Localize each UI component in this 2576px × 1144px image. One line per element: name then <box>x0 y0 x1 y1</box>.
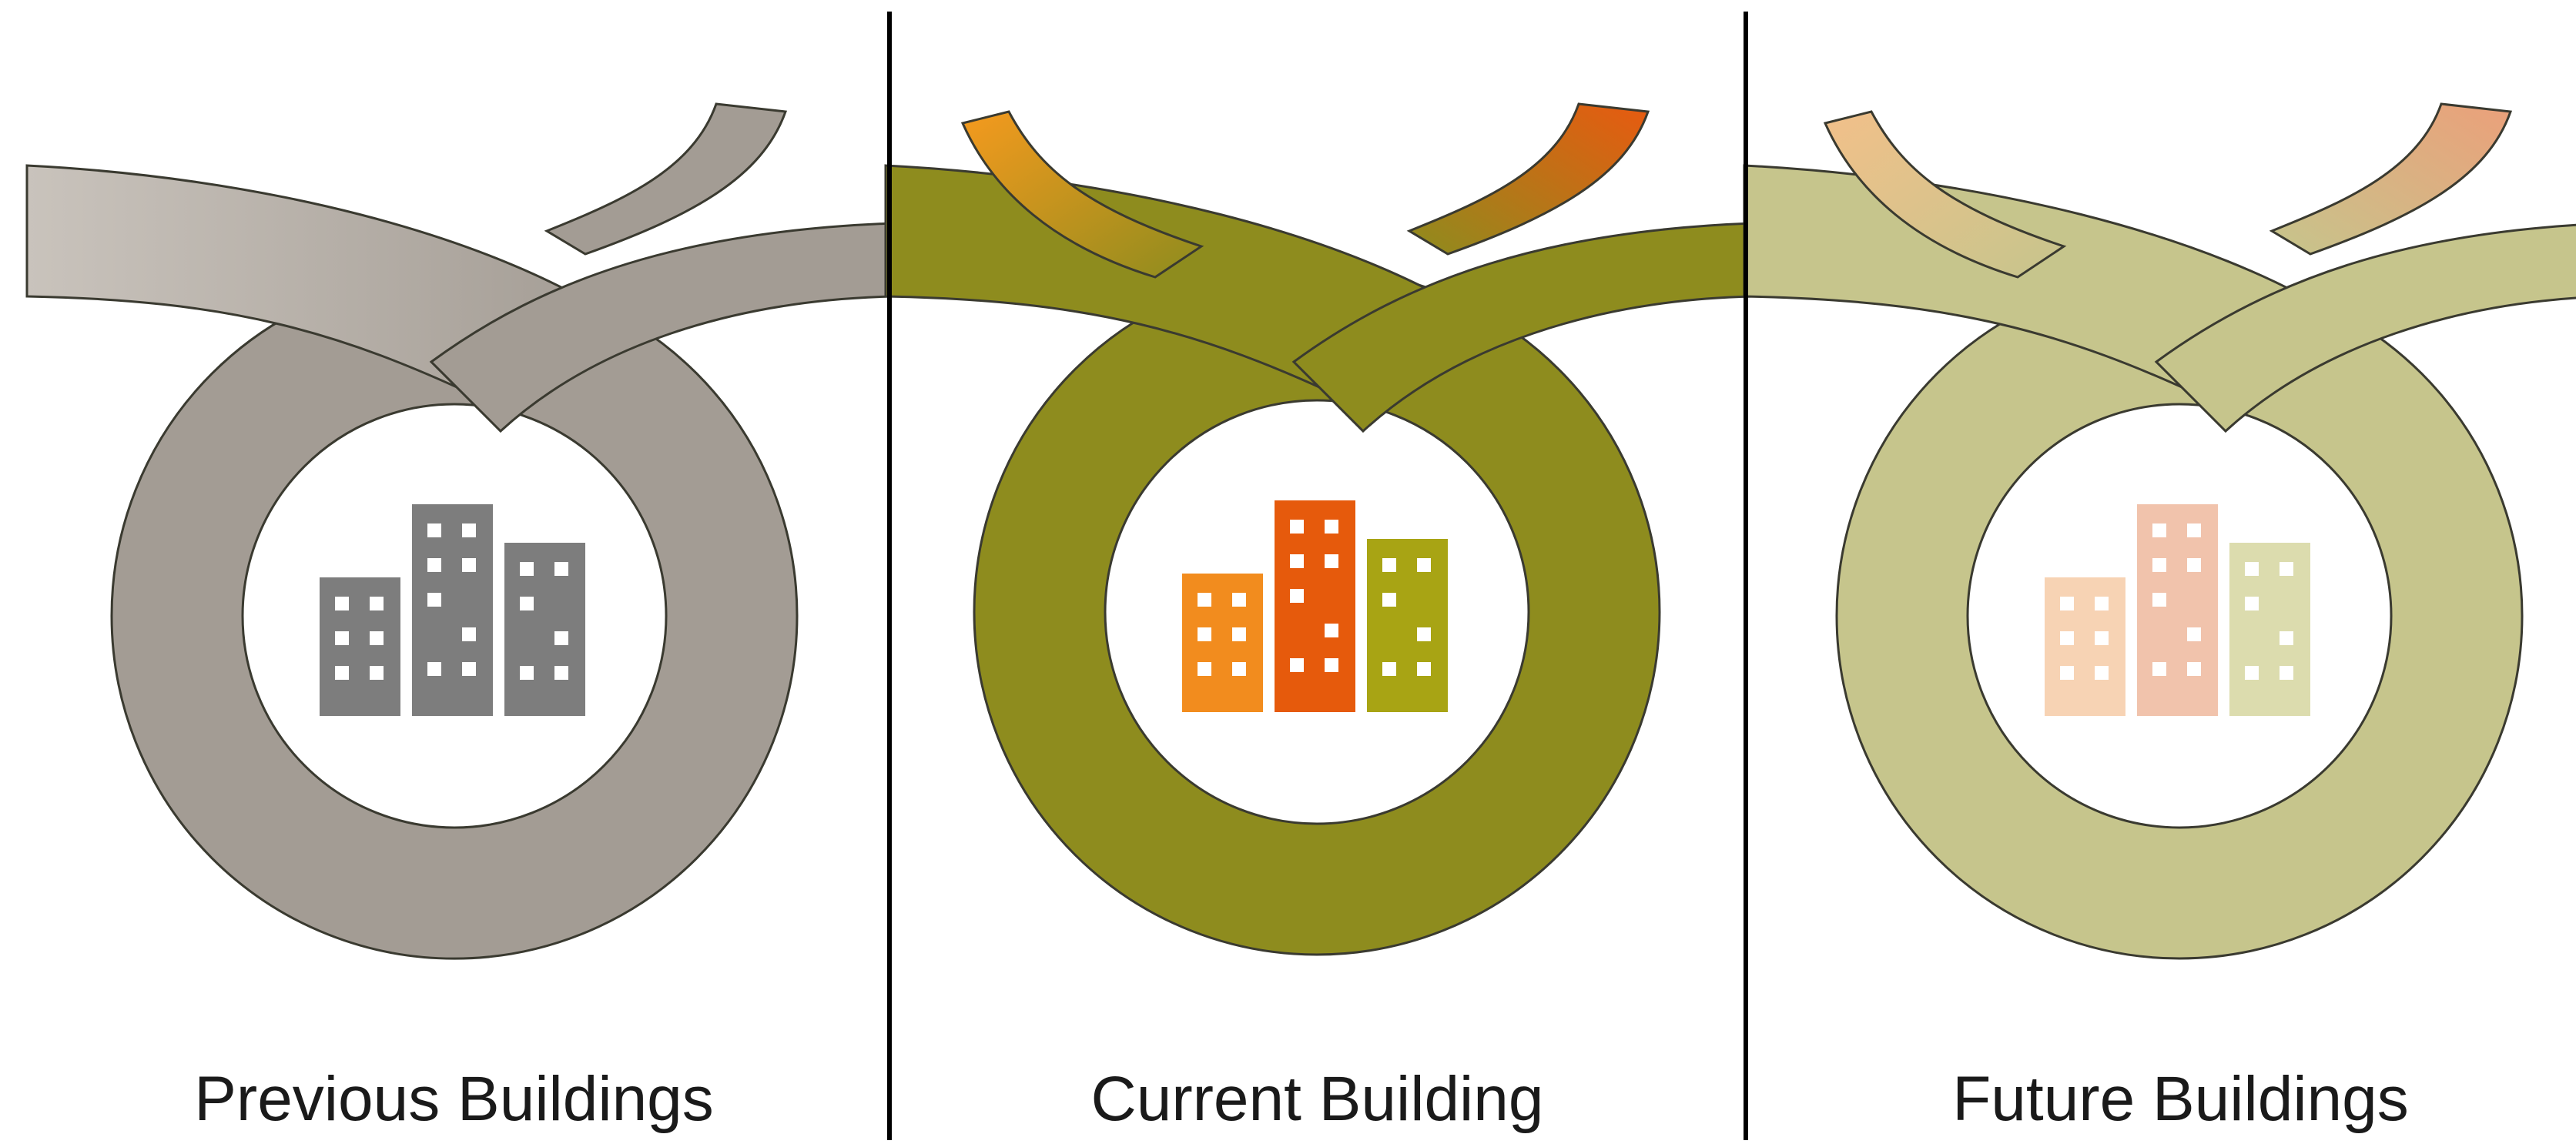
buildings-icon <box>1182 500 1448 712</box>
building-window <box>2060 597 2074 610</box>
building-0 <box>320 577 400 716</box>
panel-2 <box>1743 102 2576 960</box>
building-1 <box>412 504 493 716</box>
building-window <box>335 597 349 610</box>
building-window <box>554 666 568 680</box>
building-window <box>2095 666 2109 680</box>
building-window <box>2245 597 2259 610</box>
building-window <box>520 666 534 680</box>
ribbon-left-tip <box>960 110 1204 279</box>
building-window <box>462 662 476 676</box>
building-window <box>1325 658 1338 672</box>
building-window <box>1417 627 1431 641</box>
building-window <box>520 562 534 576</box>
ribbon-right-tip <box>2269 102 2513 256</box>
divider-left <box>887 12 892 1140</box>
building-window <box>2095 631 2109 645</box>
building-window <box>1382 593 1396 607</box>
building-window <box>2187 558 2201 572</box>
building-window <box>462 558 476 572</box>
building-window <box>2187 523 2201 537</box>
building-window <box>2245 562 2259 576</box>
building-window <box>1290 658 1304 672</box>
panel-1 <box>884 102 1754 956</box>
ribbon-outgoing-band <box>2154 223 2576 433</box>
ribbon-right-tip <box>1406 102 1650 256</box>
building-window <box>1290 520 1304 534</box>
buildings-icon <box>2045 504 2310 716</box>
building-window <box>2280 631 2293 645</box>
building-window <box>2152 558 2166 572</box>
building-window <box>2152 523 2166 537</box>
building-window <box>1325 624 1338 637</box>
building-2 <box>2229 543 2310 716</box>
building-window <box>427 523 441 537</box>
building-window <box>462 627 476 641</box>
building-window <box>1232 662 1246 676</box>
building-window <box>462 523 476 537</box>
building-0 <box>2045 577 2125 716</box>
building-window <box>1198 662 1211 676</box>
building-window <box>1382 558 1396 572</box>
future-buildings-label: Future Buildings <box>1952 1064 2409 1134</box>
building-2 <box>504 543 585 716</box>
building-window <box>2060 666 2074 680</box>
current-building-label: Current Building <box>1090 1064 1544 1134</box>
building-window <box>1325 554 1338 568</box>
building-window <box>335 666 349 680</box>
building-window <box>1382 662 1396 676</box>
building-window <box>370 597 384 610</box>
building-window <box>427 558 441 572</box>
building-window <box>2060 631 2074 645</box>
building-window <box>2245 666 2259 680</box>
previous-buildings-label: Previous Buildings <box>194 1064 714 1134</box>
building-window <box>2152 662 2166 676</box>
building-window <box>1417 558 1431 572</box>
building-window <box>1232 593 1246 607</box>
ribbon-right-tip <box>544 102 788 256</box>
building-window <box>2280 666 2293 680</box>
building-0 <box>1182 574 1263 712</box>
panel-0 <box>25 102 895 960</box>
building-1 <box>2137 504 2218 716</box>
building-window <box>1417 662 1431 676</box>
building-window <box>554 562 568 576</box>
building-window <box>370 666 384 680</box>
building-window <box>335 631 349 645</box>
building-window <box>1232 627 1246 641</box>
building-window <box>2187 627 2201 641</box>
divider-right <box>1744 12 1748 1140</box>
building-window <box>2095 597 2109 610</box>
building-1 <box>1275 500 1355 712</box>
building-2 <box>1367 539 1448 712</box>
building-window <box>1198 593 1211 607</box>
building-window <box>520 597 534 610</box>
building-window <box>1198 627 1211 641</box>
building-window <box>427 662 441 676</box>
building-window <box>554 631 568 645</box>
building-window <box>370 631 384 645</box>
buildings-icon <box>320 504 585 716</box>
building-window <box>1290 589 1304 603</box>
ribbon-left-tip <box>1823 110 2067 279</box>
building-window <box>1325 520 1338 534</box>
building-window <box>1290 554 1304 568</box>
building-window <box>427 593 441 607</box>
building-window <box>2152 593 2166 607</box>
building-window <box>2280 562 2293 576</box>
building-window <box>2187 662 2201 676</box>
